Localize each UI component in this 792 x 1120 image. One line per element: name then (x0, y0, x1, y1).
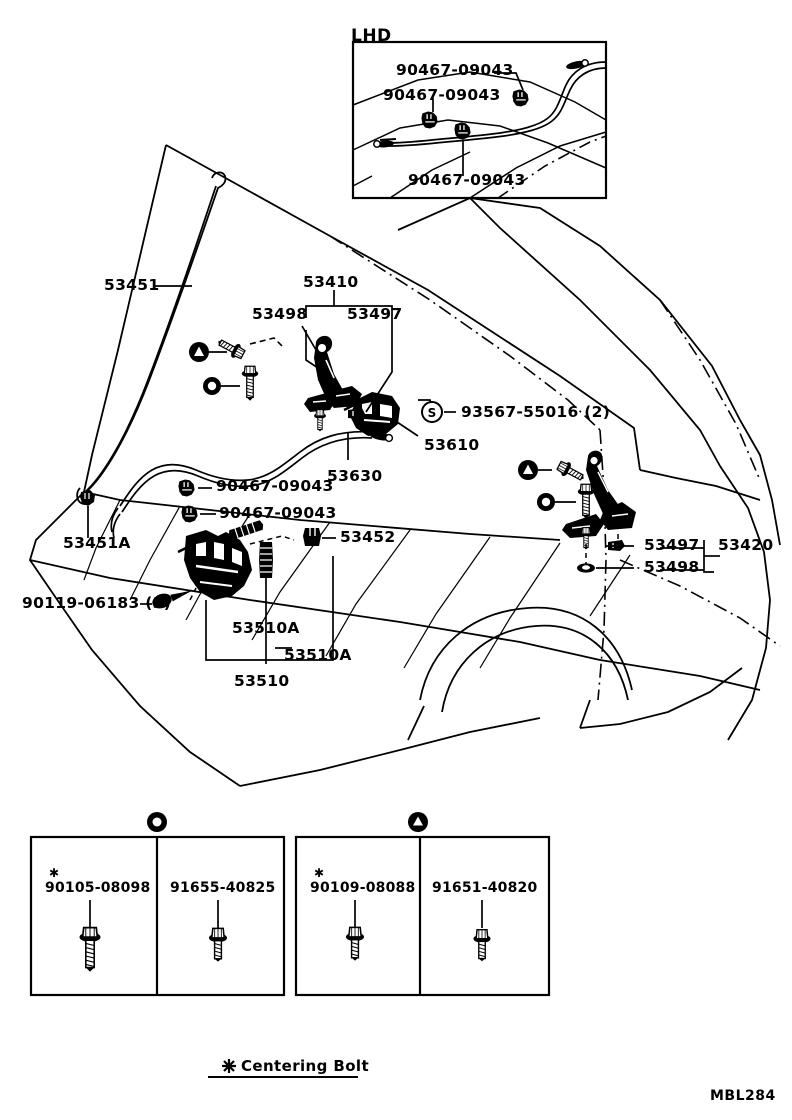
legend-part-91651-40820: 91651-40820 (432, 880, 538, 896)
callout-53420: 53420 (718, 536, 774, 554)
rod-clamp-part (80, 490, 95, 506)
centering-star-1: ✱ (49, 866, 60, 880)
hood-hinge-rh (562, 450, 636, 538)
centering-bolt-footnote: Centering Bolt (241, 1057, 370, 1075)
callout-53510A-b: 53510A (284, 646, 352, 664)
screw-marker: S (421, 401, 443, 423)
callout-clip-lower: 90467-09043 (219, 504, 337, 522)
callout-93567-55016: 93567-55016 (2) (461, 403, 611, 421)
hood-panel-outline (28, 144, 641, 661)
inset-callout-clip-bottom: 90467-09043 (408, 171, 526, 189)
diagram-code: MBL284 (710, 1088, 776, 1104)
callout-90119-06183: 90119-06183 (3) (22, 594, 172, 612)
hood-lock-support-part (177, 530, 252, 600)
loose-bolt-upper-left (214, 334, 248, 362)
triangle-marker-right (518, 460, 538, 480)
centering-star-2: ✱ (314, 866, 325, 880)
hood-bumper-part (303, 528, 321, 546)
loose-bolt-right-lower (577, 483, 595, 520)
callout-53451: 53451 (104, 276, 160, 294)
vehicle-body-outline (29, 197, 781, 787)
hood-support-rod (76, 171, 227, 505)
inset-cable-end-right (566, 59, 589, 70)
callout-53497-lh: 53497 (347, 305, 403, 323)
legend-part-90105-08098: 90105-08098 (45, 880, 151, 896)
centering-bolt-asterisk-icon (222, 1059, 236, 1073)
legend-part-90109-08088: 90109-08088 (310, 880, 416, 896)
callout-53510: 53510 (234, 672, 290, 690)
triangle-marker-left (189, 342, 209, 362)
svg-text:S: S (428, 406, 437, 420)
hood-lock-cushion-part-b (259, 542, 273, 578)
legend-part-91655-40825: 91655-40825 (170, 880, 276, 896)
hood-hinge-lh (304, 335, 362, 412)
circle-marker-left (203, 377, 221, 395)
hinge-washer-rh-part (577, 563, 595, 573)
inset-callout-clip-mid: 90467-09043 (383, 86, 501, 104)
hood-release-cable (110, 430, 373, 539)
callout-clip-upper: 90467-09043 (216, 477, 334, 495)
callout-53451A: 53451A (63, 534, 131, 552)
callout-53410: 53410 (303, 273, 359, 291)
lock-bolt-part (152, 590, 191, 609)
inset-cable-end-left (373, 140, 394, 148)
hood-lock-cushion-part-a (228, 520, 264, 540)
lhd-inset-label: LHD (351, 26, 392, 46)
lhd-inset-panel (351, 40, 608, 200)
hinge-clip-lh (348, 408, 365, 419)
callout-53510A-a: 53510A (232, 619, 300, 637)
callout-53630: 53630 (327, 467, 383, 485)
callout-53497-rh: 53497 (644, 536, 700, 554)
hood-lock-assembly (343, 392, 400, 436)
circle-marker-right (537, 493, 555, 511)
callout-53498-rh: 53498 (644, 558, 700, 576)
loose-bolt-right-upper (554, 458, 588, 486)
callout-53452: 53452 (340, 528, 396, 546)
callout-53498-lh: 53498 (252, 305, 308, 323)
legend-box-group-2 (294, 812, 551, 997)
legend-box-group-1 (29, 812, 286, 997)
loose-bolt-lower-left (241, 365, 259, 402)
callout-53610: 53610 (424, 436, 480, 454)
inset-callout-clip-top: 90467-09043 (396, 61, 514, 79)
